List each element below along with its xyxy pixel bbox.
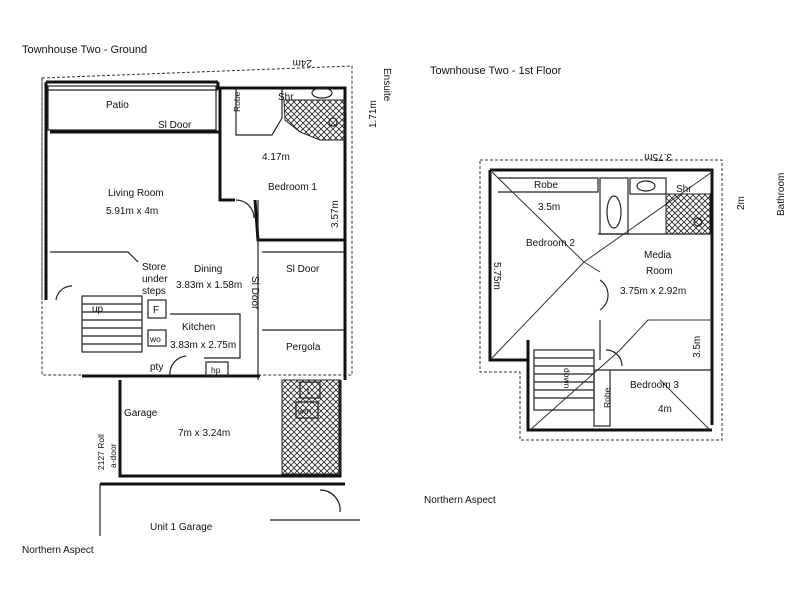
sl-door-label-1: Sl Door	[286, 264, 320, 275]
unit1-garage-label: Unit 1 Garage	[150, 522, 213, 533]
kitchen-dims: 3.83m x 2.75m	[170, 340, 236, 351]
bedroom1-label: Bedroom 1	[268, 182, 317, 193]
ground-stairs	[81, 295, 167, 353]
bedroom1-width: 4.17m	[262, 152, 290, 163]
living-room-label: Living Room	[108, 188, 164, 199]
pantry-label: pty	[150, 362, 163, 373]
media-room-label-2: Room	[646, 266, 673, 277]
store-label-1: Store	[142, 262, 166, 273]
first-robe-label: Robe	[534, 180, 558, 191]
bathroom-label: Bathroom	[776, 173, 787, 216]
dining-label: Dining	[194, 264, 222, 275]
garage-dims: 7m x 3.24m	[178, 428, 230, 439]
first-dim-top: 3.75m	[644, 151, 672, 162]
washing-machine-label: wm	[297, 406, 311, 416]
bedroom2-width: 3.5m	[538, 202, 560, 213]
shower-label: Shr	[278, 92, 294, 103]
first-dim-right: 2m	[736, 196, 747, 210]
patio-sl-door-label: Sl Door	[158, 120, 192, 131]
first-shower-label: Shr	[676, 184, 692, 195]
bedroom3-label: Bedroom 3	[630, 380, 679, 391]
hp-label: hp	[211, 365, 221, 375]
first-floor-plan	[479, 159, 723, 441]
fridge-label: F	[153, 305, 159, 316]
media-room-dims: 3.75m x 2.92m	[620, 286, 686, 297]
ground-floor-plan	[41, 65, 360, 536]
roll-door-label-2: a-door	[108, 443, 118, 468]
store-label-2: under	[142, 274, 168, 285]
ground-floor-title: Townhouse Two - Ground	[22, 44, 147, 56]
pergola-label: Pergola	[286, 342, 321, 353]
store-label-3: steps	[142, 286, 166, 297]
bedroom1-depth: 3.57m	[330, 200, 341, 228]
dining-dims: 3.83m x 1.58m	[176, 280, 242, 291]
robe-label: Robe	[232, 91, 242, 112]
media-room-label-1: Media	[644, 250, 672, 261]
sl-door-label-2: Sl Door	[249, 276, 260, 310]
roll-door-label: 2127 Roll	[96, 434, 106, 470]
patio-label: Patio	[106, 100, 129, 111]
ground-dim-right: 1.71m	[368, 100, 379, 128]
bedroom2-depth: 5.75m	[491, 262, 502, 290]
first-robe-small-label: Robe	[602, 387, 612, 408]
living-room-dims: 5.91m x 4m	[106, 206, 158, 217]
kitchen-label: Kitchen	[182, 322, 215, 333]
wall-oven-label: wo	[149, 334, 161, 344]
bedroom3-depth: 3.5m	[692, 336, 703, 358]
bedroom2-label: Bedroom 2	[526, 238, 575, 249]
stairs-up-label: up	[92, 304, 104, 315]
stairs-down-label: down	[562, 368, 572, 389]
bedroom3-width: 4m	[658, 404, 672, 415]
ground-dim-top: 24m	[293, 57, 312, 68]
toilet-label: t	[307, 386, 310, 396]
garage-label: Garage	[124, 408, 158, 419]
ensuite-label: Ensuite	[381, 68, 392, 102]
first-floor-title: Townhouse Two - 1st Floor	[430, 65, 562, 77]
first-aspect-label: Northern Aspect	[424, 495, 496, 506]
ground-aspect-label: Northern Aspect	[22, 545, 94, 556]
